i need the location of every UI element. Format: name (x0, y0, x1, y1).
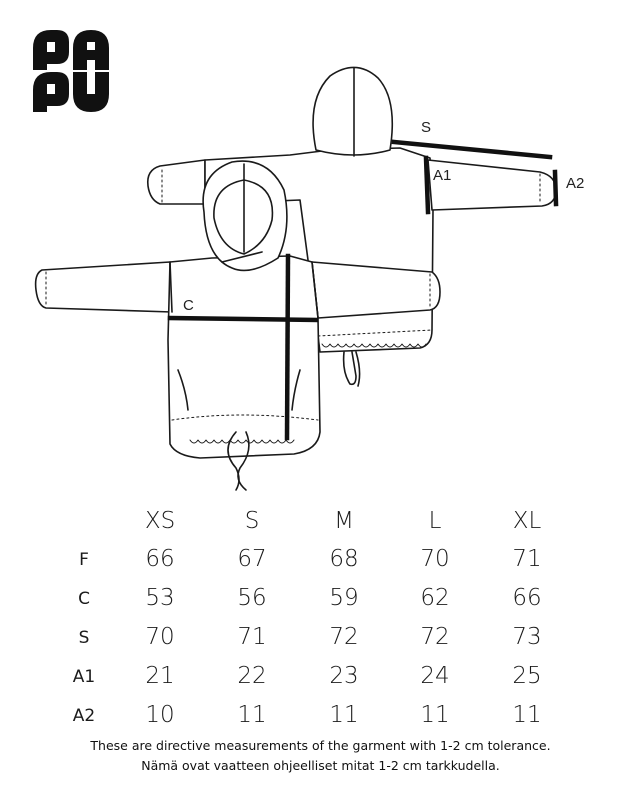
table-row-s: S 70 71 72 72 73 (0, 624, 641, 654)
table-cell: 24 (420, 663, 450, 689)
table-cell: 70 (145, 624, 175, 650)
table-cell: 68 (329, 546, 359, 572)
front-view (34, 160, 441, 491)
logo-letter-p-top (33, 30, 69, 70)
table-cell: 23 (329, 663, 359, 689)
table-cell: 66 (145, 546, 175, 572)
table-cell: 25 (512, 663, 542, 689)
table-cell: 11 (420, 702, 450, 728)
logo-letter-p-bottom (33, 72, 69, 112)
table-cell: 62 (420, 585, 450, 611)
table-cell: 67 (237, 546, 267, 572)
tolerance-note-en: These are directive measurements of the … (90, 738, 551, 753)
row-label-a2: A2 (72, 706, 96, 726)
table-row-a1: A1 21 22 23 24 25 (0, 663, 641, 693)
measure-label-a2: A2 (566, 175, 585, 192)
size-col-l: L (428, 508, 442, 534)
table-cell: 72 (420, 624, 450, 650)
logo-letter-u-bottom (73, 72, 109, 112)
table-cell: 59 (329, 585, 359, 611)
table-cell: 72 (329, 624, 359, 650)
row-label-a1: A1 (72, 667, 96, 687)
papu-logo (33, 30, 109, 112)
table-cell: 11 (237, 702, 267, 728)
table-cell: 70 (420, 546, 450, 572)
table-cell: 10 (145, 702, 175, 728)
garment-diagram (34, 66, 559, 491)
table-row-a2: A2 10 11 11 11 11 (0, 702, 641, 732)
table-cell: 73 (512, 624, 542, 650)
table-row-f: F 66 67 68 70 71 (0, 546, 641, 576)
size-col-xs: XS (144, 508, 176, 534)
table-cell: 56 (237, 585, 267, 611)
measure-label-c: C (183, 297, 194, 314)
logo-letter-a-top (73, 30, 109, 70)
measure-c-line (167, 315, 319, 323)
table-cell: 53 (145, 585, 175, 611)
size-col-m: M (334, 508, 354, 534)
table-cell: 21 (145, 663, 175, 689)
table-cell: 11 (329, 702, 359, 728)
size-col-xl: XL (512, 508, 542, 534)
table-cell: 66 (512, 585, 542, 611)
row-label-f: F (79, 550, 89, 570)
tolerance-note-fi: Nämä ovat vaatteen ohjeelliset mitat 1-2… (141, 758, 500, 773)
table-cell: 22 (237, 663, 267, 689)
table-cell: 71 (237, 624, 267, 650)
table-cell: 11 (512, 702, 542, 728)
row-label-s: S (78, 628, 90, 648)
row-label-c: C (78, 589, 90, 609)
measure-s-line (391, 139, 553, 160)
size-header-row: XS S M L XL (0, 508, 641, 538)
measure-f-line (284, 253, 291, 441)
measure-label-s: S (421, 119, 432, 136)
measure-label-a1: A1 (433, 167, 452, 184)
size-col-s: S (244, 508, 260, 534)
table-row-c: C 53 56 59 62 66 (0, 585, 641, 615)
measure-a2-line (552, 169, 559, 207)
table-cell: 71 (512, 546, 542, 572)
measure-a1-line (423, 155, 431, 215)
